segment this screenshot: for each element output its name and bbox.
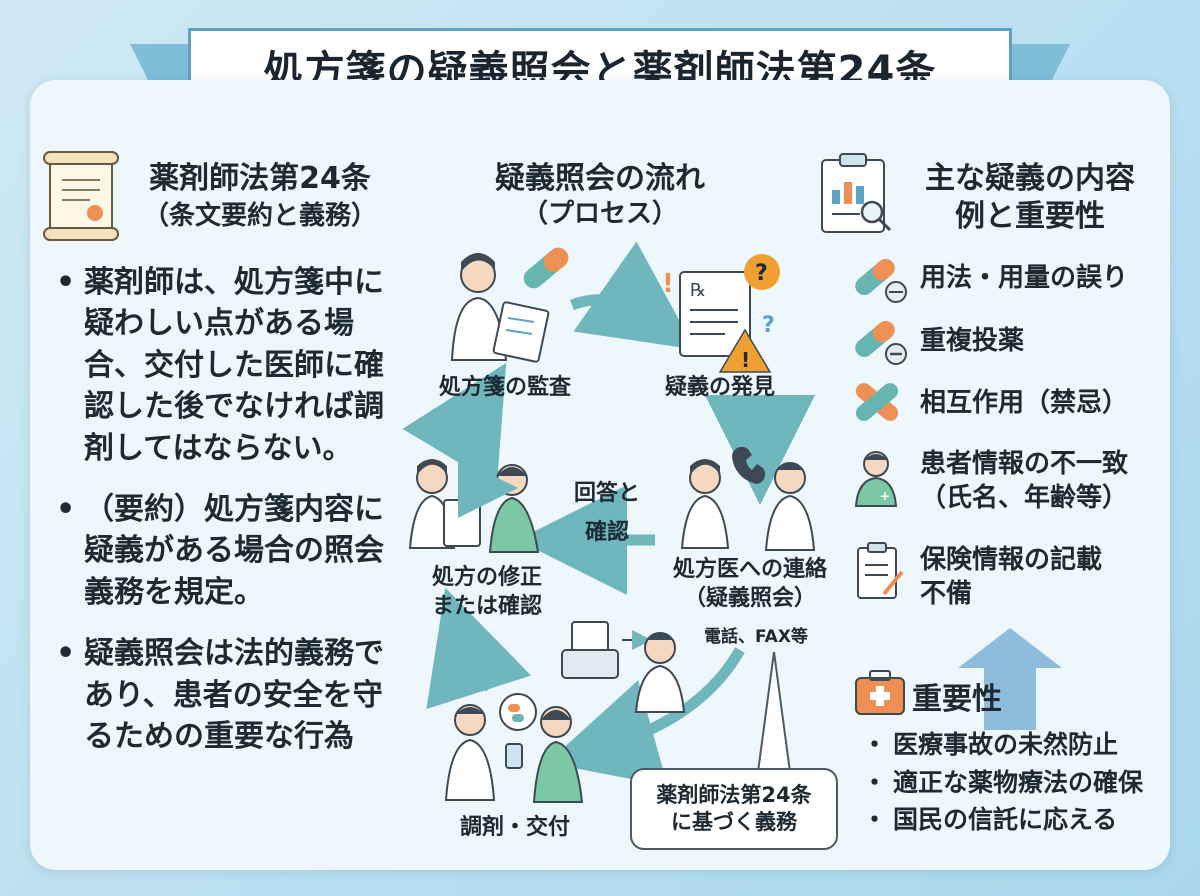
issue-item: 保険情報の記載 不備 — [855, 544, 1102, 612]
scroll-document-icon — [43, 151, 119, 241]
clipboard-pen-icon — [857, 542, 904, 599]
step-answer-line1: 回答と — [573, 481, 640, 506]
issue-label: 患者情報の不一致 （氏名、年齢等） — [920, 448, 1128, 516]
fax-doctor-illustration — [561, 621, 686, 713]
svg-text:+: + — [880, 489, 890, 503]
step-contact-line2: （疑義照会） — [683, 585, 816, 611]
issue-label-line1: 保険情報の記載 — [920, 545, 1103, 575]
law-heading-sub: （条文要約と義務） — [142, 200, 377, 231]
svg-text:?: ? — [755, 261, 768, 286]
phone-consultation-illustration — [680, 446, 816, 551]
issue-label: 重複投薬 — [920, 326, 1025, 356]
step-answer-line2: 確認 — [584, 519, 629, 545]
issue-item: 用法・用量の誤り — [855, 262, 1128, 296]
capsule-tablet-icon — [855, 259, 907, 303]
importance-title: 重要性 — [912, 682, 1002, 717]
importance-text: 国民の信託に応える — [893, 805, 1118, 834]
law-bullet: 疑義照会は法的義務であり、患者の安全を守るための重要な行為 — [52, 633, 392, 757]
dispensing-illustration — [444, 693, 584, 803]
step-audit-label: 処方箋の監査 — [438, 375, 571, 400]
step-modify-line1: 処方の修正 — [431, 565, 542, 590]
step-contact-label: 処方医への連絡 （疑義照会） — [650, 556, 850, 613]
law-heading-title: 薬剤師法第24条 — [149, 161, 371, 196]
issue-label-line1: 患者情報の不一致 — [920, 449, 1129, 479]
clipboard-chart-icon — [821, 153, 892, 233]
law-heading: 薬剤師法第24条 （条文要約と義務） — [105, 160, 415, 232]
svg-text:!: ! — [741, 348, 750, 372]
svg-text:!: ! — [662, 269, 674, 299]
issue-label: 用法・用量の誤り — [920, 263, 1129, 293]
callout-line2: に基づく義務 — [670, 810, 797, 834]
up-arrow — [958, 628, 1062, 730]
law-bullet: （要約）処方箋内容に疑義がある場合の照会義務を規定。 — [52, 489, 392, 613]
process-heading-sub: （プロセス） — [521, 198, 678, 229]
issues-heading-line1: 主な疑義の内容 — [925, 161, 1135, 196]
svg-text:℞: ℞ — [690, 280, 706, 301]
callout-pointer — [756, 651, 792, 773]
pharmacist-patient-confirm-illustration — [408, 458, 540, 553]
issue-item: 重複投薬 — [855, 325, 1024, 359]
crossed-capsules-icon — [855, 383, 899, 421]
flow-arrow-2 — [704, 394, 815, 505]
issues-heading-line2: 例と重要性 — [955, 198, 1105, 234]
step-contact-means: 電話、FAX等 — [704, 627, 808, 647]
issue-item: 相互作用（禁忌） — [855, 387, 1128, 421]
pharmacist-audit-illustration — [450, 247, 569, 363]
importance-text: 適正な薬物療法の確保 — [893, 767, 1144, 797]
flow-arrow-4 — [547, 647, 745, 787]
importance-text: 医療事故の未然防止 — [893, 730, 1119, 759]
law-bullet: 薬剤師は、処方箋中に疑わしい点がある場合、交付した医師に確認した後でなければ調剤… — [52, 262, 392, 469]
step-contact-line1: 処方医への連絡 — [672, 557, 827, 582]
step-modify-line2: または確認 — [431, 593, 542, 619]
issue-label: 保険情報の記載 不備 — [920, 544, 1102, 612]
step-modify-label: 処方の修正 または確認 — [412, 564, 562, 621]
law-callout: 薬剤師法第24条 に基づく義務 — [630, 768, 838, 850]
step-answer-label: 回答と 確認 — [572, 480, 642, 547]
flow-arrow-6 — [402, 362, 507, 486]
issue-label-line2: （氏名、年齢等） — [920, 482, 1129, 513]
flow-arrow-5 — [426, 587, 532, 710]
issue-label: 相互作用（禁忌） — [920, 388, 1129, 418]
callout-line1: 薬剤師法第24条 — [656, 782, 812, 807]
rx-warning-illustration: ℞ ? ! ! ? — [662, 254, 780, 373]
issues-heading: 主な疑義の内容 例と重要性 — [890, 160, 1170, 235]
importance-item: ・適正な薬物療法の確保 — [862, 767, 1144, 797]
importance-item: ・医療事故の未然防止 — [862, 730, 1119, 759]
patient-icon: + — [854, 451, 898, 507]
importance-item: ・国民の信託に応える — [862, 805, 1118, 834]
issue-label-line2: 不備 — [920, 578, 973, 609]
step-discovery-label: 疑義の発見 — [664, 375, 775, 400]
first-aid-kit-icon — [855, 670, 905, 715]
process-heading: 疑義照会の流れ （プロセス） — [440, 160, 760, 230]
capsule-minus-icon — [855, 321, 907, 365]
svg-text:?: ? — [762, 313, 775, 338]
importance-list: ・医療事故の未然防止 ・適正な薬物療法の確保 ・国民の信託に応える — [862, 726, 1143, 839]
step-dispense-label: 調剤・交付 — [459, 815, 570, 840]
issue-item: 患者情報の不一致 （氏名、年齢等） — [855, 448, 1128, 516]
flow-arrow-1 — [569, 241, 696, 350]
law-bullets: 薬剤師は、処方箋中に疑わしい点がある場合、交付した医師に確認した後でなければ調剤… — [52, 262, 392, 777]
process-heading-title: 疑義照会の流れ — [495, 161, 705, 196]
